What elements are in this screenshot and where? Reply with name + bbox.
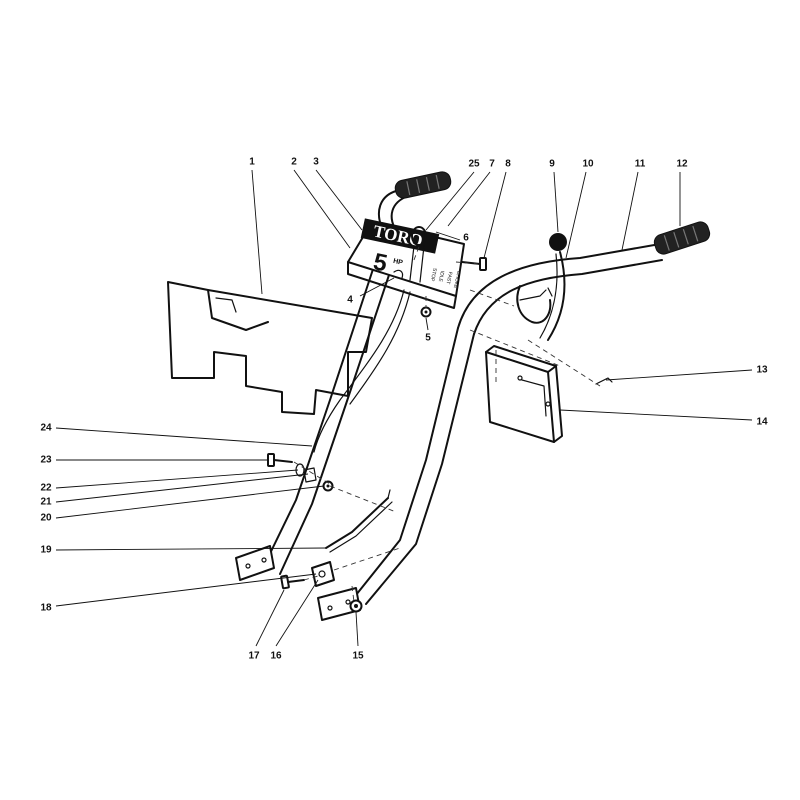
lever-ring: [409, 226, 427, 283]
callout-14: 14: [756, 417, 768, 428]
linkage-rod: [325, 489, 393, 553]
callout-10: 10: [582, 159, 594, 170]
callout-15: 15: [352, 651, 364, 662]
callout-5: 5: [425, 333, 431, 344]
right-grip: [653, 221, 711, 255]
callout-23: 23: [40, 455, 52, 466]
throttle-label-fast: FAST: [445, 271, 453, 284]
nut-5: [420, 306, 432, 318]
callout-16: 16: [270, 651, 282, 662]
callout-1: 1: [249, 157, 255, 168]
shift-lever: [516, 233, 567, 341]
bolt-17: [280, 574, 305, 590]
mounting-bracket: [485, 345, 563, 443]
callout-3: 3: [313, 157, 319, 168]
leader-lines: [55, 169, 753, 647]
callout-7: 7: [489, 159, 495, 170]
callout-6: 6: [463, 233, 469, 244]
callout-12: 12: [676, 159, 688, 170]
control-cable: [313, 289, 411, 453]
nut-15: [349, 599, 363, 613]
callout-2: 2: [291, 157, 297, 168]
callout-22: 22: [40, 483, 52, 494]
callout-18: 18: [40, 603, 52, 614]
callout-labels: 1 2 3 4 5 6 7 8 9 10 11 12 13 14 15 16 1…: [40, 157, 768, 662]
power-number: 5: [371, 248, 390, 277]
callout-17: 17: [248, 651, 260, 662]
throttle-lever-icon: [393, 269, 404, 279]
callout-11: 11: [635, 159, 646, 170]
callout-24: 24: [40, 423, 52, 434]
callout-25: 25: [468, 159, 480, 170]
main-handle-tube: [351, 243, 663, 605]
throttle-label-idle: IDLE: [437, 270, 445, 283]
throttle-label-stop: STOP: [429, 267, 438, 282]
callout-4: 4: [347, 295, 353, 306]
throttle-label-choke: CHOKE: [452, 270, 462, 289]
left-handle-tube: [261, 259, 393, 575]
power-unit: HP: [392, 258, 403, 267]
callout-9: 9: [549, 159, 555, 170]
callout-13: 13: [756, 365, 768, 376]
callout-19: 19: [40, 545, 52, 556]
lower-left-foot: [235, 545, 275, 581]
callout-8: 8: [505, 159, 511, 170]
bracket-21: [303, 467, 317, 483]
clip-13: [595, 377, 613, 385]
bolt-23: [267, 453, 293, 467]
assembly-lines: [293, 243, 601, 603]
callout-21: 21: [40, 497, 52, 508]
deflector-panel: [167, 281, 373, 415]
left-grip: [394, 171, 452, 199]
callout-20: 20: [40, 513, 52, 524]
